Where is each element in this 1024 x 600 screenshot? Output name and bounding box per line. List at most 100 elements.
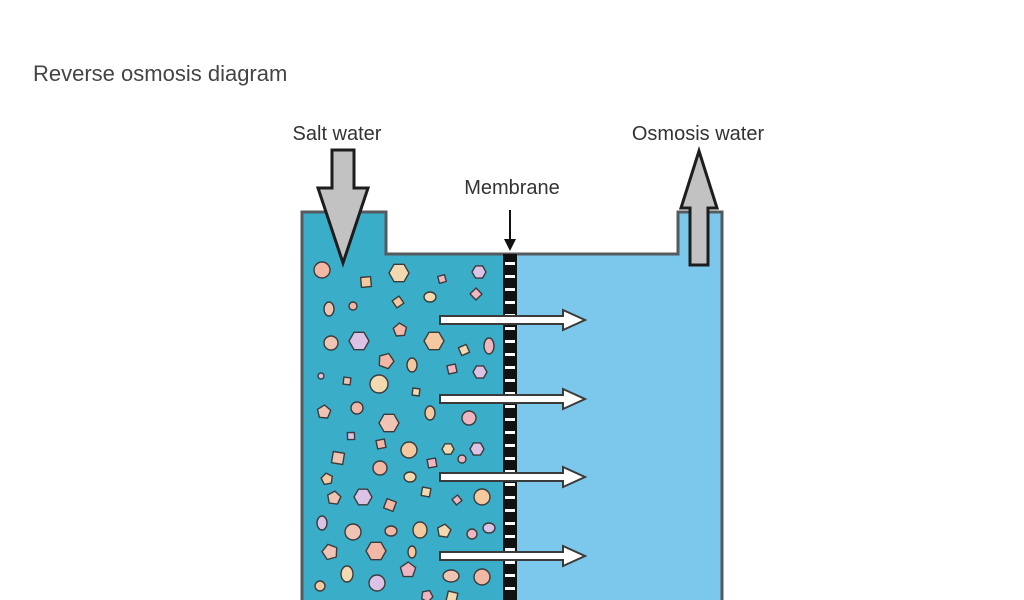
membrane-pore bbox=[505, 366, 515, 369]
membrane-pointer-arrow bbox=[504, 210, 516, 251]
salt-particle bbox=[400, 441, 418, 459]
salt-particle bbox=[407, 545, 417, 559]
salt-particles bbox=[313, 261, 496, 600]
salt-particle bbox=[314, 580, 326, 592]
salt-particle bbox=[473, 568, 491, 586]
membrane-pore bbox=[505, 418, 515, 421]
flow-arrow bbox=[439, 387, 588, 411]
membrane-pore bbox=[505, 392, 515, 395]
membrane-pore bbox=[505, 288, 515, 291]
salt-particle bbox=[412, 521, 428, 539]
salt-particle bbox=[421, 589, 434, 600]
salt-particle bbox=[424, 405, 436, 421]
salt-particle bbox=[327, 490, 342, 505]
salt-particle bbox=[368, 574, 386, 592]
membrane-pore bbox=[505, 340, 515, 343]
membrane-label: Membrane bbox=[464, 177, 560, 199]
flow-arrow bbox=[439, 465, 588, 489]
salt-particle bbox=[359, 275, 373, 289]
salt-particle bbox=[411, 387, 421, 397]
membrane-pore bbox=[505, 548, 515, 551]
salt-particle bbox=[437, 523, 452, 538]
page-title: Reverse osmosis diagram bbox=[33, 61, 288, 86]
salt-particle bbox=[330, 450, 346, 466]
salt-particle bbox=[320, 472, 333, 486]
salt-particle bbox=[365, 541, 387, 561]
membrane-pore bbox=[505, 431, 515, 434]
salt-particle bbox=[384, 525, 398, 537]
salt-particle bbox=[378, 352, 395, 370]
salt-particle bbox=[445, 590, 459, 600]
salt-water-inlet-arrow bbox=[315, 148, 371, 268]
salt-particle bbox=[441, 443, 455, 455]
salt-particle bbox=[350, 401, 364, 415]
salt-particle bbox=[382, 497, 398, 513]
salt-particle bbox=[316, 404, 332, 419]
salt-particle bbox=[426, 457, 438, 469]
salt-particle bbox=[323, 335, 339, 351]
salt-particle bbox=[317, 372, 325, 380]
salt-particle bbox=[406, 357, 418, 373]
membrane-pore bbox=[505, 275, 515, 278]
salt-particle bbox=[437, 274, 447, 284]
salt-particle bbox=[316, 515, 328, 531]
salt-particle bbox=[482, 522, 496, 534]
membrane-pore bbox=[505, 353, 515, 356]
salt-water-label: Salt water bbox=[293, 123, 382, 145]
salt-particle bbox=[466, 528, 478, 540]
salt-particle bbox=[457, 454, 467, 464]
membrane-pore bbox=[505, 457, 515, 460]
salt-particle bbox=[392, 322, 408, 337]
salt-particle bbox=[375, 438, 387, 450]
membrane bbox=[503, 254, 517, 600]
membrane-pore bbox=[505, 587, 515, 590]
membrane-pore bbox=[505, 405, 515, 408]
salt-particle bbox=[391, 295, 405, 309]
membrane-pore bbox=[505, 301, 515, 304]
salt-particle bbox=[344, 523, 362, 541]
membrane-pore bbox=[505, 327, 515, 330]
salt-particle bbox=[451, 494, 463, 506]
salt-particle bbox=[473, 488, 491, 506]
salt-particle bbox=[442, 569, 460, 583]
salt-particle bbox=[423, 331, 445, 351]
membrane-pore bbox=[505, 522, 515, 525]
salt-particle bbox=[403, 471, 417, 483]
salt-particle bbox=[457, 343, 471, 357]
salt-particle bbox=[348, 331, 370, 351]
salt-particle bbox=[372, 460, 388, 476]
membrane-pore bbox=[505, 509, 515, 512]
salt-particle bbox=[346, 431, 356, 441]
salt-particle bbox=[423, 291, 437, 303]
salt-particle bbox=[340, 565, 354, 583]
salt-particle bbox=[483, 337, 495, 355]
salt-particle bbox=[446, 363, 458, 375]
membrane-pore bbox=[505, 379, 515, 382]
salt-particle bbox=[388, 263, 410, 283]
flow-arrow bbox=[439, 308, 588, 332]
salt-particle bbox=[321, 543, 338, 561]
membrane-pore bbox=[505, 496, 515, 499]
osmosis-water-outlet-arrow bbox=[678, 146, 720, 267]
osmosis-water-label: Osmosis water bbox=[632, 123, 765, 145]
flow-arrow bbox=[439, 544, 588, 568]
membrane-pore bbox=[505, 561, 515, 564]
salt-particle bbox=[342, 376, 352, 386]
salt-particle bbox=[378, 413, 400, 433]
salt-particle bbox=[461, 410, 477, 426]
fresh-water-fill bbox=[514, 212, 722, 600]
membrane-pore bbox=[505, 444, 515, 447]
salt-particle bbox=[420, 486, 432, 498]
membrane-pore bbox=[505, 483, 515, 486]
salt-particle bbox=[469, 287, 483, 301]
membrane-pore bbox=[505, 262, 515, 265]
salt-particle bbox=[369, 374, 389, 394]
membrane-pore bbox=[505, 470, 515, 473]
salt-particle bbox=[471, 265, 487, 279]
membrane-pore bbox=[505, 535, 515, 538]
salt-particle bbox=[399, 561, 417, 578]
salt-particle bbox=[353, 488, 373, 506]
container-outline bbox=[300, 210, 724, 600]
salt-particle bbox=[323, 301, 335, 317]
